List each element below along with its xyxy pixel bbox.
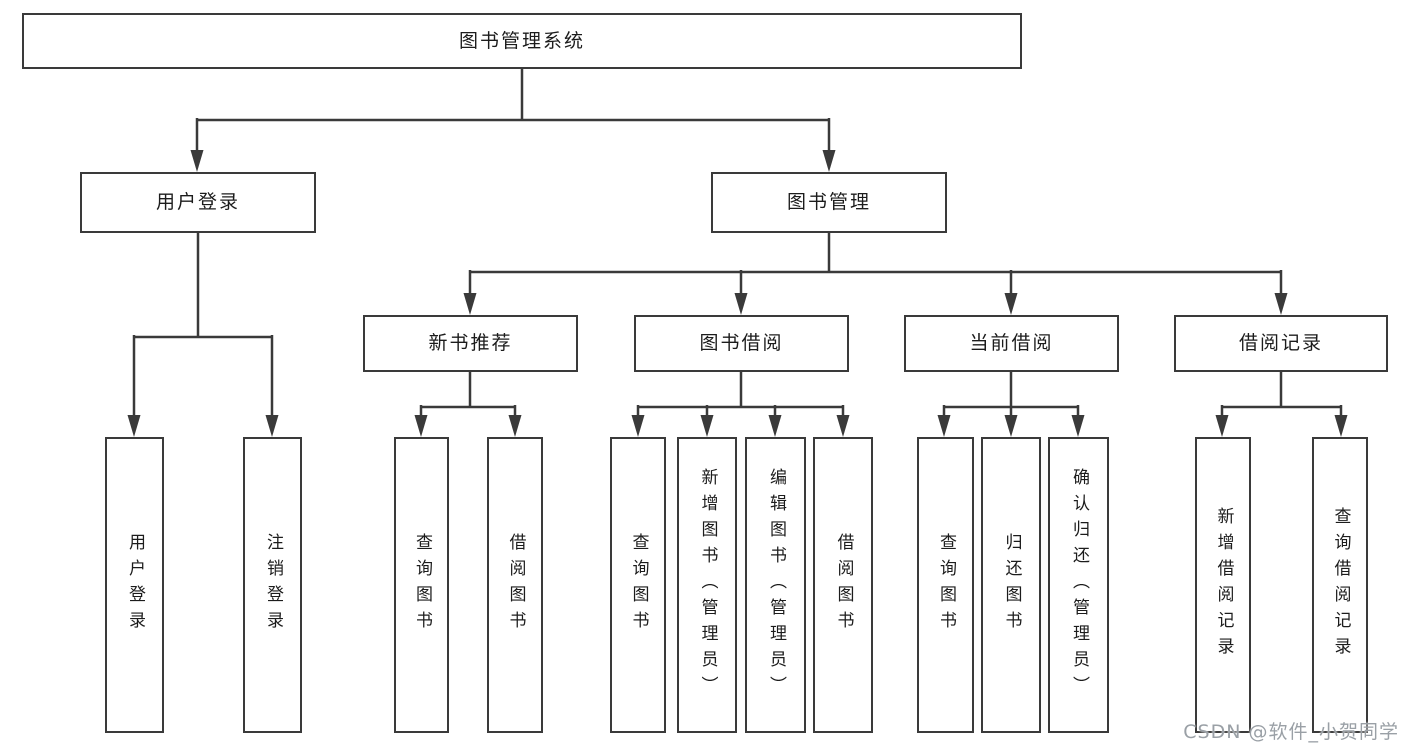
leaf-edit-book-admin: 编辑图书（管理员） bbox=[745, 437, 806, 733]
node-user-login-branch: 用户登录 bbox=[80, 172, 316, 233]
leaf-borrow-books-recommend: 借阅图书 bbox=[487, 437, 543, 733]
leaf-confirm-return-admin: 确认归还（管理员） bbox=[1048, 437, 1109, 733]
leaf-query-books-current: 查询图书 bbox=[917, 437, 974, 733]
edge-book-management-to-level3 bbox=[468, 233, 1283, 298]
edge-book-borrowing-to-leaves bbox=[636, 372, 845, 420]
node-book-borrowing: 图书借阅 bbox=[634, 315, 849, 372]
edge-current-borrowing-to-leaves bbox=[942, 372, 1080, 420]
leaf-user-login: 用户登录 bbox=[105, 437, 164, 733]
leaf-add-borrow-record: 新增借阅记录 bbox=[1195, 437, 1251, 733]
edge-new-book-recommend-to-leaves bbox=[419, 372, 517, 420]
node-library-system: 图书管理系统 bbox=[22, 13, 1022, 69]
edge-user-login-to-leaves bbox=[132, 233, 274, 420]
leaf-return-books: 归还图书 bbox=[981, 437, 1041, 733]
edge-root-to-level2 bbox=[195, 69, 831, 156]
node-current-borrowing: 当前借阅 bbox=[904, 315, 1119, 372]
leaf-query-books-borrowing: 查询图书 bbox=[610, 437, 666, 733]
leaf-add-book-admin: 新增图书（管理员） bbox=[677, 437, 737, 733]
leaf-logout: 注销登录 bbox=[243, 437, 302, 733]
node-book-management: 图书管理 bbox=[711, 172, 947, 233]
edge-borrowing-records-to-leaves bbox=[1220, 372, 1343, 420]
watermark: CSDN @软件_小贺同学 bbox=[1183, 721, 1399, 743]
leaf-borrow-books-borrowing: 借阅图书 bbox=[813, 437, 873, 733]
leaf-query-borrow-record: 查询借阅记录 bbox=[1312, 437, 1368, 733]
leaf-query-books-recommend: 查询图书 bbox=[394, 437, 449, 733]
node-borrowing-records: 借阅记录 bbox=[1174, 315, 1388, 372]
node-new-book-recommend: 新书推荐 bbox=[363, 315, 578, 372]
